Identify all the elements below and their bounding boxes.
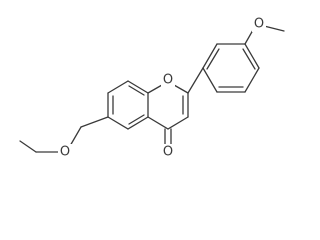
ring-oxygen-label: O (163, 73, 173, 88)
bond (173, 84, 189, 94)
bond (202, 67, 218, 93)
bond (147, 116, 169, 130)
bond (127, 80, 149, 94)
bond (263, 25, 285, 32)
bond (69, 126, 82, 147)
chemical-structure: O O O O (19, 16, 285, 160)
bond (244, 67, 260, 93)
bond (19, 140, 37, 153)
bond (107, 80, 129, 94)
bond (147, 84, 163, 94)
atom-label-layer: O O O O (58, 16, 266, 160)
bond (127, 116, 149, 130)
bond (187, 67, 204, 94)
bond (244, 43, 260, 69)
carbonyl-oxygen-label: O (163, 145, 173, 160)
bond (206, 48, 220, 70)
bond (244, 29, 254, 45)
bond (128, 85, 145, 96)
bond (128, 114, 145, 125)
bond (242, 48, 256, 70)
bond (167, 116, 189, 130)
bond (107, 116, 129, 130)
ether-oxygen-label: O (60, 145, 70, 160)
bond-layer (19, 25, 285, 153)
methoxy-oxygen-label: O (254, 17, 264, 32)
bond (80, 116, 109, 128)
bond (202, 43, 218, 69)
